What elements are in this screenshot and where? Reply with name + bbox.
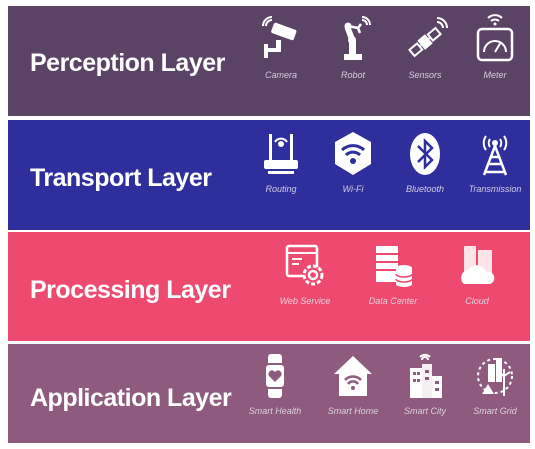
routing-item: Routing (246, 132, 316, 194)
smart-grid-icon (477, 358, 513, 396)
sensors-label: Sensors (408, 70, 442, 80)
bluetooth-icon (410, 133, 440, 175)
transport-layer-title: Transport Layer (30, 164, 212, 192)
cloud-label: Cloud (465, 296, 489, 306)
smart-city-item: Smart City (390, 353, 460, 416)
perception-layer-title: Perception Layer (30, 49, 225, 77)
smart-city-label: Smart City (403, 406, 446, 416)
smart-grid-item: Smart Grid (460, 354, 530, 416)
camera-label: Camera (264, 70, 297, 80)
smart-city-icon (410, 353, 442, 398)
smart-grid-label: Smart Grid (473, 406, 517, 416)
smart-home-icon (334, 356, 372, 396)
satellite-sensor-icon (407, 17, 448, 58)
bluetooth-label: Bluetooth (405, 184, 445, 194)
data-center-item: Data Center (358, 244, 428, 306)
wifi-icon (335, 132, 371, 175)
data-center-icon (376, 246, 413, 287)
meter-item: Meter (460, 14, 530, 80)
smart-home-item: Smart Home (318, 354, 388, 416)
application-layer-title: Application Layer (30, 384, 232, 412)
robot-arm-icon (344, 16, 371, 60)
web-service-item: Web Service (270, 244, 340, 306)
processing-layer-band: Processing Layer Web Service Data Center (8, 232, 530, 341)
bluetooth-item: Bluetooth (390, 132, 460, 194)
meter-label: Meter (483, 70, 507, 80)
robot-item: Robot (318, 16, 388, 80)
robot-label: Robot (340, 70, 366, 80)
processing-layer-title: Processing Layer (30, 276, 231, 304)
web-service-gear-icon (285, 244, 324, 286)
sensors-item: Sensors (390, 17, 460, 80)
transport-layer-band: Transport Layer Routing Wi-Fi Bluetooth (8, 120, 530, 230)
cloud-building-icon (461, 246, 495, 284)
smart-health-label: Smart Health (248, 406, 302, 416)
transmission-item: Transmission (460, 132, 530, 194)
wifi-label: Wi-Fi (342, 184, 364, 194)
web-service-label: Web Service (279, 296, 331, 306)
perception-layer-band: Perception Layer Camera Robot (8, 6, 530, 116)
antenna-tower-icon (482, 135, 508, 176)
wifi-item: Wi-Fi (318, 132, 388, 194)
router-icon (264, 134, 298, 174)
data-center-label: Data Center (368, 296, 418, 306)
smartwatch-heart-icon (264, 354, 286, 398)
security-camera-icon (262, 16, 297, 58)
routing-label: Routing (265, 184, 297, 194)
smart-home-label: Smart Home (327, 406, 379, 416)
cloud-item: Cloud (442, 244, 512, 306)
application-layer-band: Application Layer Smart Health Smart Hom… (8, 344, 530, 443)
camera-item: Camera (246, 16, 316, 80)
transmission-label: Transmission (468, 184, 522, 194)
smart-health-item: Smart Health (240, 354, 310, 416)
gauge-meter-icon (476, 14, 514, 62)
